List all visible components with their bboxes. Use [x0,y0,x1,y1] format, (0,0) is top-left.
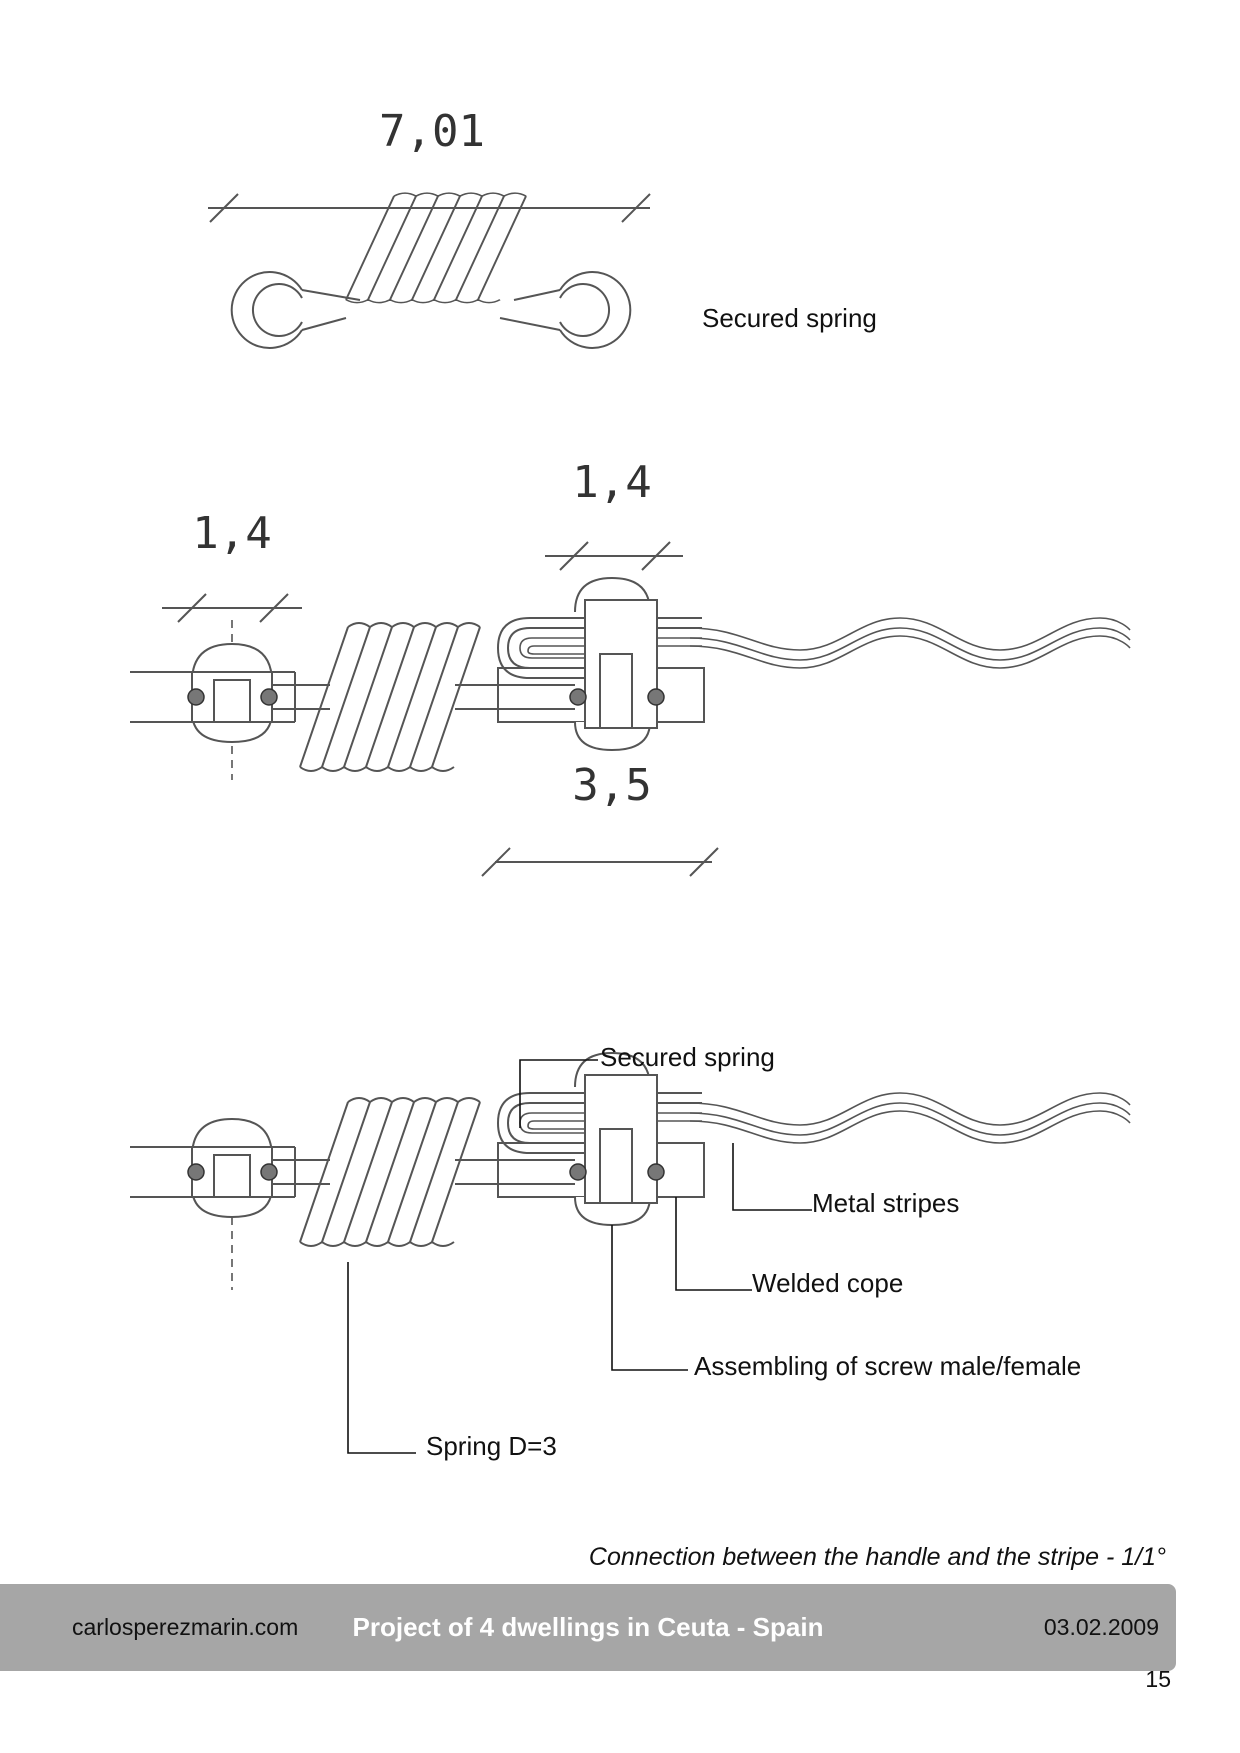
annotated-assembly: Secured spring Metal stripes Welded cope… [130,1042,1130,1461]
annotation-screw-assembly: Assembling of screw male/female [694,1351,1081,1381]
figure-caption: Connection between the handle and the st… [588,1543,1166,1571]
dimension-7-01: 7,01 [379,106,485,157]
page-number: 15 [1145,1666,1171,1692]
dimensioned-assembly: 1,4 1,4 3,5 [130,457,1130,877]
annotation-secured-spring: Secured spring [600,1042,775,1072]
dimension-1-4-left: 1,4 [192,508,271,559]
annotation-spring: Spring D=3 [426,1431,557,1461]
dimension-3-5: 3,5 [572,760,651,811]
footer-project-title: Project of 4 dwellings in Ceuta - Spain [352,1612,824,1642]
leader-secured-spring [519,1059,598,1128]
footer-date: 03.02.2009 [1043,1614,1159,1640]
secured-spring-label: Secured spring [702,303,877,333]
annotation-welded-cope: Welded cope [752,1268,903,1298]
footer-bar: carlosperezmarin.com Project of 4 dwelli… [0,1584,1176,1671]
dimension-1-4-right: 1,4 [572,457,651,508]
leader-metal-stripes [732,1143,812,1211]
annotation-metal-stripes: Metal stripes [812,1188,959,1218]
footer-website: carlosperezmarin.com [72,1614,299,1640]
leader-welded-cope [675,1197,752,1291]
leader-spring [347,1262,416,1454]
secured-spring-detail: 7,01 Secured spring [208,106,877,349]
leader-screw-assembly [611,1225,688,1371]
